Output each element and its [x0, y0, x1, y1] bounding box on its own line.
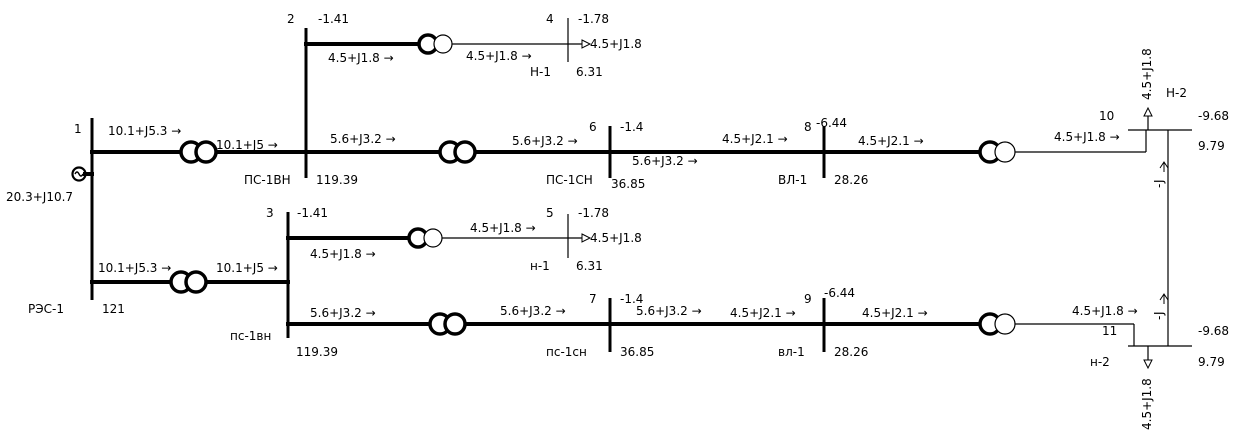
bus-name: ПС-1ВН: [244, 173, 291, 187]
flow-label: 5.6+J3.2 →: [310, 306, 376, 320]
node-number: 6: [589, 120, 597, 134]
flow-label: 4.5+J2.1 →: [722, 132, 788, 146]
node-number: 4: [546, 12, 554, 26]
node-number: 8: [804, 120, 812, 134]
flow-label: 5.6+J3.2 →: [632, 154, 698, 168]
bus-voltage: 6.31: [576, 259, 603, 273]
flow-label: 4.5+J2.1 →: [858, 134, 924, 148]
load-arrow-icon: [1143, 106, 1153, 117]
bus-name: ВЛ-1: [778, 173, 807, 187]
flow-label: 10.1+J5.3 →: [108, 124, 181, 138]
node-number: 3: [266, 206, 274, 220]
bus-voltage: 28.26: [834, 345, 868, 359]
bus-angle: -1.4: [620, 292, 643, 306]
flow-arrow-icon: [1159, 161, 1169, 172]
bus-voltage: 6.31: [576, 65, 603, 79]
flow-label: -J: [1152, 179, 1166, 188]
load-label: 4.5+J1.8: [590, 231, 642, 245]
flow-label: 5.6+J3.2 →: [512, 134, 578, 148]
flow-label: 4.5+J1.8 →: [1072, 304, 1138, 318]
bus-name: Н-1: [530, 65, 551, 79]
flow-label: 4.5+J1.8 →: [310, 247, 376, 261]
bus-voltage: 119.39: [316, 173, 358, 187]
bus-angle: -1.78: [578, 12, 609, 26]
bus-angle: -1.41: [318, 12, 349, 26]
bus-voltage: 9.79: [1198, 355, 1225, 369]
transformer-icon[interactable]: [428, 312, 467, 336]
bus-name: РЭС-1: [28, 302, 64, 316]
flow-label: 5.6+J3.2 →: [500, 304, 566, 318]
bus-voltage: 28.26: [834, 173, 868, 187]
node-number: 10: [1099, 109, 1114, 123]
transformer-icon[interactable]: [417, 33, 453, 55]
bus-name: пс-1вн: [230, 329, 271, 343]
flow-label: 4.5+J2.1 →: [730, 306, 796, 320]
flow-label: 4.5+J1.8: [1140, 378, 1154, 430]
bus-angle: -1.41: [297, 206, 328, 220]
transformer-icon[interactable]: [169, 270, 208, 294]
load-label: 4.5+J1.8: [590, 37, 642, 51]
flow-label: 5.6+J3.2 →: [330, 132, 396, 146]
bus-name: вл-1: [778, 345, 805, 359]
flow-label: 4.5+J1.8 →: [1054, 130, 1120, 144]
bus-angle: -9.68: [1198, 324, 1229, 338]
bus-name: Н-2: [1166, 86, 1187, 100]
node-number: 7: [589, 292, 597, 306]
node-number: 1: [74, 122, 82, 136]
flow-label: 4.5+J1.8: [1140, 48, 1154, 100]
node-number: 9: [804, 292, 812, 306]
bus-name: пс-1сн: [546, 345, 587, 359]
node-number: 11: [1102, 324, 1117, 338]
node-number: 2: [287, 12, 295, 26]
bus-angle: -1.4: [620, 120, 643, 134]
bus-angle: -9.68: [1198, 109, 1229, 123]
bus-angle: -6.44: [816, 116, 847, 130]
bus-name: н-1: [530, 259, 550, 273]
flow-label: 10.1+J5 →: [216, 138, 278, 152]
flow-arrow-icon: [1159, 293, 1169, 304]
bus-voltage: 9.79: [1198, 139, 1225, 153]
bus-voltage: 36.85: [611, 177, 645, 191]
bus-angle: -1.78: [578, 206, 609, 220]
source-power: 20.3+J10.7: [6, 190, 73, 204]
flow-label: 5.6+J3.2 →: [636, 304, 702, 318]
transformer-icon[interactable]: [978, 140, 1016, 164]
bus-angle: -6.44: [824, 286, 855, 300]
load-arrow-icon: [581, 39, 592, 49]
flow-label: 4.5+J1.8 →: [470, 221, 536, 235]
node-number: 5: [546, 206, 554, 220]
load-arrow-icon: [581, 233, 592, 243]
flow-label: -J: [1152, 311, 1166, 320]
transformer-icon[interactable]: [438, 140, 477, 164]
bus-voltage: 121: [102, 302, 125, 316]
load-arrow-icon: [1143, 359, 1153, 370]
transformer-icon[interactable]: [179, 140, 218, 164]
bus-name: н-2: [1090, 355, 1110, 369]
bus-voltage: 119.39: [296, 345, 338, 359]
bus-name: ПС-1СН: [546, 173, 593, 187]
flow-label: 10.1+J5.3 →: [98, 261, 171, 275]
flow-label: 4.5+J2.1 →: [862, 306, 928, 320]
flow-label: 4.5+J1.8 →: [466, 49, 532, 63]
transformer-icon[interactable]: [407, 227, 443, 249]
flow-label: 10.1+J5 →: [216, 261, 278, 275]
bus-voltage: 36.85: [620, 345, 654, 359]
flow-label: 4.5+J1.8 →: [328, 51, 394, 65]
transformer-icon[interactable]: [978, 312, 1016, 336]
